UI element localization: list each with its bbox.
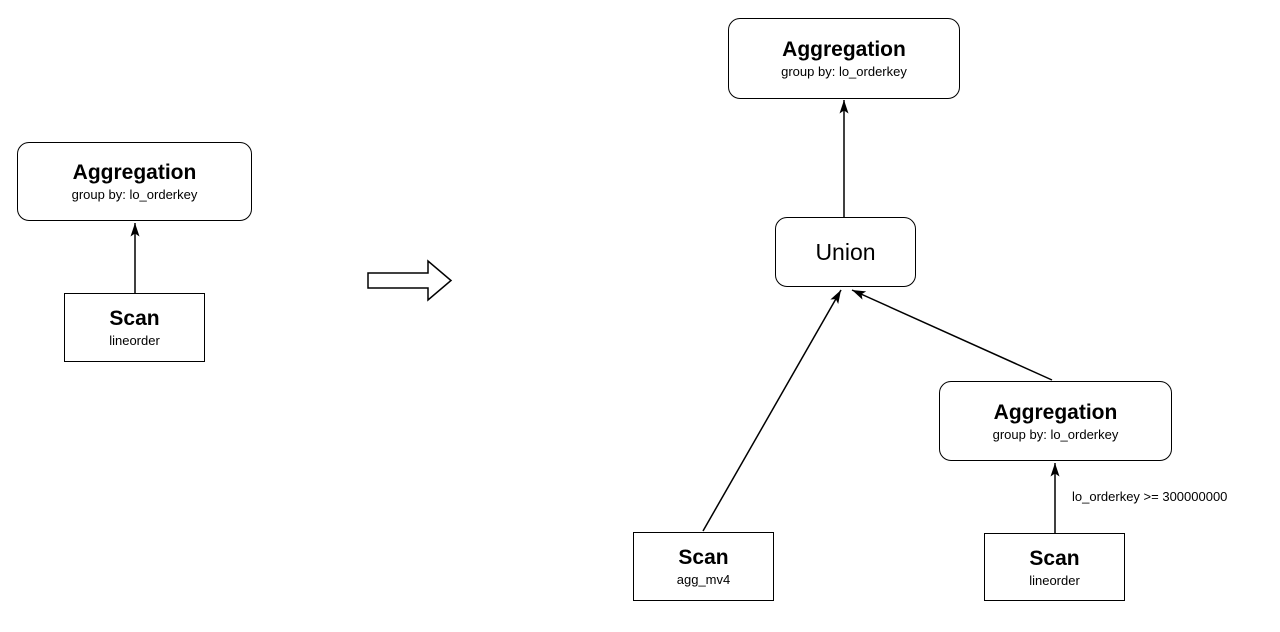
transform-right-arrow-icon: [367, 259, 453, 302]
node-union: Union: [775, 217, 916, 287]
node-title: Scan: [1029, 546, 1080, 570]
node-title: Scan: [109, 307, 160, 330]
node-subtitle: lineorder: [1029, 572, 1080, 588]
node-scan-lineorder: Scan lineorder: [984, 533, 1125, 601]
node-aggregation-filtered: Aggregation group by: lo_orderkey: [939, 381, 1172, 461]
node-title: Aggregation: [782, 38, 906, 61]
node-title: Aggregation: [72, 161, 197, 184]
node-subtitle: group by: lo_orderkey: [71, 187, 198, 202]
node-subtitle: group by: lo_orderkey: [781, 64, 907, 79]
node-aggregation-top: Aggregation group by: lo_orderkey: [728, 18, 960, 99]
node-scan-agg-mv4: Scan agg_mv4: [633, 532, 774, 601]
node-title: Union: [815, 238, 876, 265]
node-subtitle: agg_mv4: [676, 572, 731, 587]
node-aggregation-before: Aggregation group by: lo_orderkey: [17, 142, 252, 221]
edge-aggregation-filtered-to-union: [851, 289, 1053, 381]
node-scan-before: Scan lineorder: [64, 293, 205, 362]
node-subtitle: group by: lo_orderkey: [992, 426, 1119, 442]
node-title: Scan: [678, 546, 729, 569]
node-title: Aggregation: [993, 400, 1118, 424]
node-subtitle: lineorder: [109, 333, 160, 348]
edge-scan-mv-to-union: [702, 289, 842, 532]
filter-edge-label: lo_orderkey >= 300000000: [1072, 489, 1228, 504]
